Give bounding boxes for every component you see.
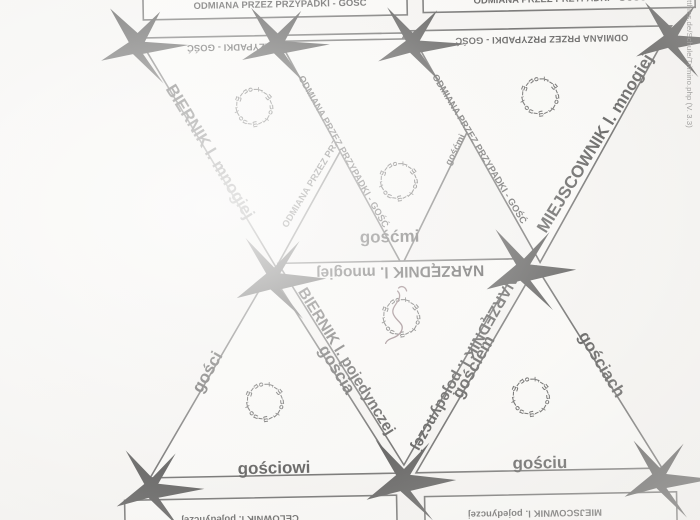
piece-centre-edge-top: NARZĘDNIK l. mnogiej: [316, 261, 484, 281]
piece-bottom-right-edge-bottom: gościu: [512, 453, 567, 473]
header-strip-pieces: ODMIANA PRZEZ PRZYPADKI - GOŚĆ ODMIANA P…: [141, 0, 697, 21]
piece-top-middle-answer-gosćmi: gośćmi: [360, 227, 420, 247]
footer-strip-pieces: CELOWNIK l. pojedynczej MIEJSCOWNIK l. p…: [123, 490, 680, 520]
credit-line: Erstellt mit http://paul-matthies.de/Sch…: [685, 0, 694, 128]
piece-bottom-left-edge-bottom: gościowi: [237, 458, 310, 478]
